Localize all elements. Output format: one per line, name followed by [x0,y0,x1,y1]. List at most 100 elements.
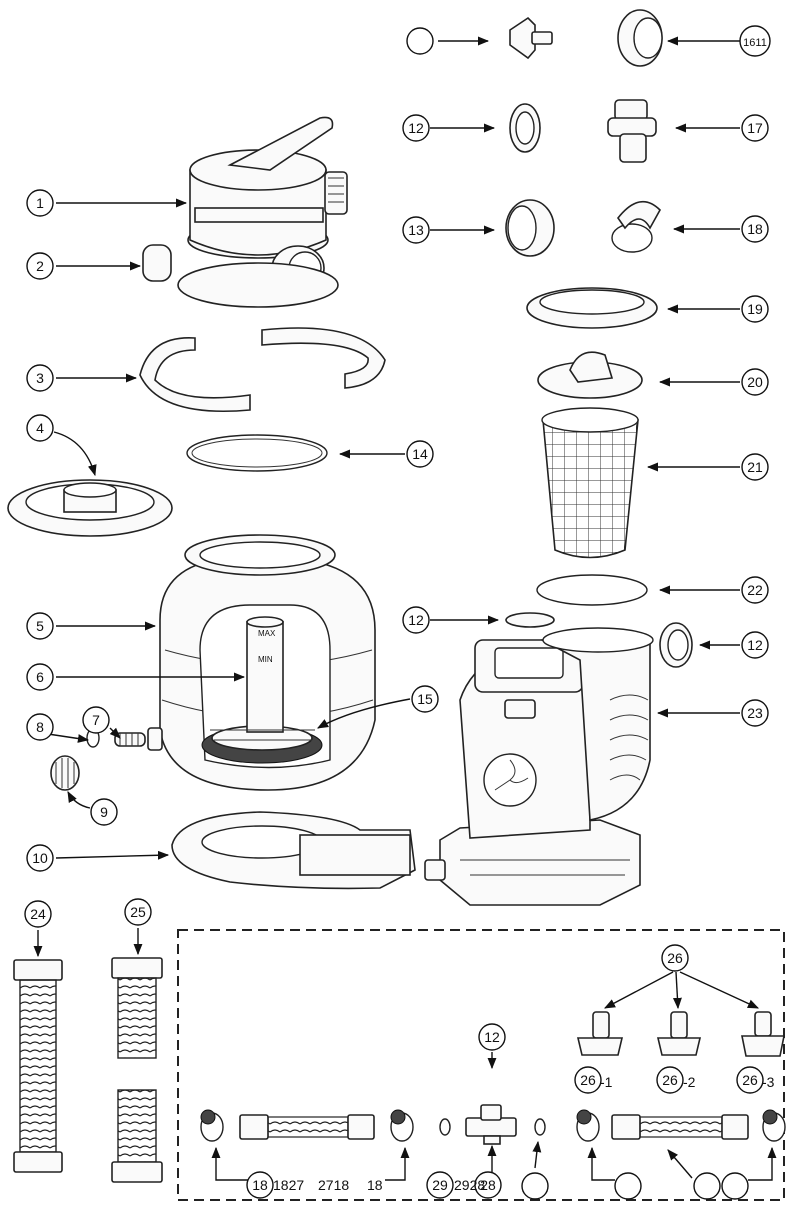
callout-label-c12d: 12 [484,1029,500,1045]
part-19-nut [526,287,658,329]
part-26-2-adapter [656,1011,702,1056]
part-clamp-right-set-1 [576,1109,600,1142]
part-2-plug [142,244,172,282]
callout-c7: 7 [82,706,110,734]
callout-label-c18a: 18 [747,221,763,237]
callout-c12d: 12 [478,1023,506,1051]
callout-label-c13: 13 [408,222,424,238]
callout-label-c25: 25 [130,904,146,920]
part-17-fitting [607,99,657,163]
callout-blank2 [521,1172,549,1200]
callout-c3: 3 [26,364,54,392]
callout-c12c: 12 [741,631,769,659]
suffix-26-1: -1 [600,1074,613,1090]
callout-label-c21: 21 [747,459,763,475]
leader-arrows [33,36,777,1181]
part-25-hose [111,957,163,1183]
callout-c22: 22 [741,576,769,604]
callout-c10: 10 [26,844,54,872]
part-18-clamp-right [390,1109,414,1142]
callout-label-c12c: 12 [747,637,763,653]
callout-label-c14: 14 [412,446,428,462]
callout-c26-3: 26 [736,1066,764,1094]
callout-c1611: 1611 [739,25,771,57]
part-12-ring-right [659,622,693,668]
callout-label-c17: 17 [747,120,763,136]
part-21-basket [541,407,639,559]
callout-blank5 [721,1172,749,1200]
part-20-lid [537,351,643,399]
callout-c12a: 12 [402,114,430,142]
callout-label-c5: 5 [36,618,44,634]
part-22-o-ring [536,574,648,606]
callout-label-c2: 2 [36,258,44,274]
callout-layer: 1234567891016111213171819201421221212152… [24,25,771,1200]
part-24-hose [13,959,63,1173]
callout-label-c8: 8 [36,719,44,735]
callout-c13: 13 [402,216,430,244]
accessory-kit-box [177,929,785,1201]
suffix-26-3: -3 [762,1074,775,1090]
callout-c20: 20 [741,368,769,396]
part-27-hose-short [239,1114,375,1140]
callout-label-c6: 6 [36,669,44,685]
part-12-ring-mid [505,612,555,628]
callout-c19: 19 [741,295,769,323]
part-1-valve-base [177,262,339,308]
callout-c8: 8 [26,713,54,741]
part-hose-adapter [509,16,553,60]
part-3-clamp [139,327,386,413]
label-18-end: 18 [367,1177,383,1193]
label-2718: 2718 [318,1177,349,1193]
callout-c6: 6 [26,663,54,691]
callout-label-c15: 15 [417,691,433,707]
callout-c28: 28 [474,1171,502,1199]
callout-label-c26: 26 [667,950,683,966]
part-4-lid-plate [7,479,173,537]
callout-label-c24: 24 [30,906,46,922]
callout-c29: 29 [426,1171,454,1199]
callout-c4: 4 [26,414,54,442]
callout-c18a: 18 [741,215,769,243]
callout-label-c28: 28 [480,1177,496,1193]
callout-blank3 [614,1172,642,1200]
part-15-laterals [210,729,315,741]
part-26-1-adapter [576,1011,624,1056]
part-clamp-right-set-2 [762,1109,786,1142]
callout-c1: 1 [26,189,54,217]
callout-label-c20: 20 [747,374,763,390]
part-7-drain-plug [114,727,163,751]
callout-c2: 2 [26,252,54,280]
part-29-o-ring [439,1118,451,1136]
part-16-11-nut [617,9,663,67]
part-29-o-ring-right [534,1118,546,1136]
callout-label-c12a: 12 [408,120,424,136]
callout-blank1 [406,27,434,55]
part-hose-right-set [611,1114,749,1140]
label-2928: 2928 [454,1177,485,1193]
callout-c9: 9 [90,798,118,826]
callout-label-c19: 19 [747,301,763,317]
callout-c25: 25 [124,898,152,926]
callout-c17: 17 [741,114,769,142]
gauge-min-label: MIN [258,655,273,664]
callout-label-c9: 9 [100,804,108,820]
callout-label-c7: 7 [92,712,100,728]
label-1827: 1827 [273,1177,304,1193]
part-12-ring-top [509,103,541,153]
callout-blank4 [693,1172,721,1200]
gauge-max-label: MAX [258,629,276,638]
part-14-o-ring [186,434,328,472]
callout-label-c4: 4 [36,420,44,436]
callout-c26: 26 [661,944,689,972]
suffix-26-2: -2 [683,1074,696,1090]
callout-label-c26-1: 26 [580,1072,596,1088]
callout-c24: 24 [24,900,52,928]
callout-c21: 21 [741,453,769,481]
callout-label-c26-2: 26 [662,1072,678,1088]
callout-label-c18b: 18 [252,1177,268,1193]
callout-c14: 14 [406,440,434,468]
part-28-tee [465,1104,517,1145]
callout-label-c22: 22 [747,582,763,598]
callout-label-c1: 1 [36,195,44,211]
